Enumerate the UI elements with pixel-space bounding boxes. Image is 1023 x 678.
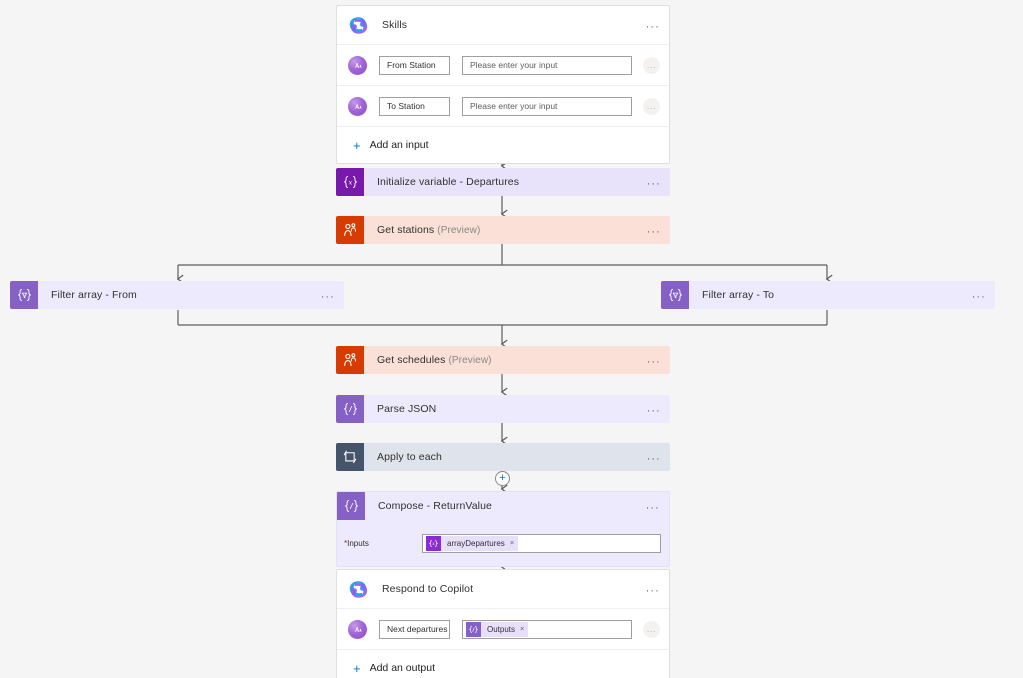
apply-to-each-title: Apply to each <box>377 451 442 463</box>
next-departures-row-menu[interactable]: ... <box>643 620 660 638</box>
node-initialize-variable-departures[interactable]: x Initialize variable - Departures ... <box>336 168 670 196</box>
compose-token-icon <box>466 621 481 637</box>
parse-json-title: Parse JSON <box>377 403 437 415</box>
text-input-icon <box>348 619 367 639</box>
compose-braces-icon <box>336 395 364 423</box>
filter-array-from-menu-button[interactable]: ... <box>321 288 335 301</box>
token-chip-remove-icon[interactable]: × <box>509 538 515 548</box>
token-chip-remove-icon[interactable]: × <box>520 624 525 634</box>
filter-array-to-menu-button[interactable]: ... <box>972 288 986 301</box>
skills-header[interactable]: Skills ... <box>337 6 669 44</box>
filter-braces-icon <box>10 281 38 309</box>
token-chip-outputs[interactable]: Outputs × <box>466 621 529 637</box>
from-station-value-field[interactable]: Please enter your input <box>462 55 632 75</box>
token-chip-arraydepartures[interactable]: x arrayDepartures × <box>426 535 519 551</box>
filter-braces-icon <box>661 281 689 309</box>
skills-menu-button[interactable]: ... <box>646 18 660 31</box>
connector-person-icon <box>336 216 364 244</box>
loop-icon <box>336 443 364 471</box>
to-station-name-field[interactable]: To Station <box>379 96 450 116</box>
get-schedules-preview-tag: (Preview) <box>448 355 492 366</box>
add-an-output-button[interactable]: + Add an output <box>337 649 669 678</box>
variable-braces-icon: x <box>336 168 364 196</box>
node-parse-json[interactable]: Parse JSON ... <box>336 395 670 423</box>
node-filter-array-to[interactable]: Filter array - To ... <box>661 281 995 309</box>
token-chip-label: Outputs <box>487 624 516 634</box>
node-skills[interactable]: Skills ... From Station Please enter you… <box>336 5 670 164</box>
required-marker: * <box>344 538 348 548</box>
filter-array-from-title: Filter array - From <box>51 289 137 301</box>
get-stations-menu-button[interactable]: ... <box>647 223 661 236</box>
compose-braces-icon <box>337 492 365 520</box>
get-stations-preview-tag: (Preview) <box>437 225 481 236</box>
respond-menu-button[interactable]: ... <box>646 582 660 595</box>
next-departures-name-field[interactable]: Next departures <box>379 619 450 639</box>
to-station-value-field[interactable]: Please enter your input <box>462 96 632 116</box>
compose-inputs-label: *Inputs <box>344 538 369 548</box>
to-station-row-menu[interactable]: ... <box>643 97 660 115</box>
parse-json-menu-button[interactable]: ... <box>647 402 661 415</box>
text-input-icon <box>348 96 367 116</box>
insert-step-button[interactable]: + <box>495 471 510 486</box>
get-stations-title: Get stations (Preview) <box>377 224 481 236</box>
node-compose-returnvalue[interactable]: Compose - ReturnValue ... *Inputs x arra… <box>336 491 670 567</box>
copilot-swirl-icon <box>344 575 372 603</box>
initialize-variable-title: Initialize variable - Departures <box>377 176 520 188</box>
filter-array-to-title: Filter array - To <box>702 289 775 301</box>
respond-header[interactable]: Respond to Copilot ... <box>337 570 669 608</box>
plus-icon: + <box>353 137 361 153</box>
compose-menu-button[interactable]: ... <box>646 499 660 512</box>
token-chip-label: arrayDepartures <box>447 538 505 548</box>
apply-to-each-menu-button[interactable]: ... <box>647 450 661 463</box>
connector-person-icon <box>336 346 364 374</box>
node-get-schedules[interactable]: Get schedules (Preview) ... <box>336 346 670 374</box>
next-departures-value-field[interactable]: Outputs × <box>462 619 632 639</box>
from-station-name-field[interactable]: From Station <box>379 55 450 75</box>
initialize-variable-menu-button[interactable]: ... <box>647 175 661 188</box>
respond-output-row-next-departures[interactable]: Next departures Outputs × ... <box>337 608 669 649</box>
node-respond-to-copilot[interactable]: Respond to Copilot ... Next departures <box>336 569 670 678</box>
add-an-input-label: Add an input <box>369 139 429 151</box>
plus-icon: + <box>353 660 361 676</box>
copilot-swirl-icon <box>344 11 372 39</box>
respond-title: Respond to Copilot <box>382 583 474 595</box>
add-an-output-label: Add an output <box>369 662 435 674</box>
from-station-row-menu[interactable]: ... <box>643 56 660 74</box>
node-get-stations[interactable]: Get stations (Preview) ... <box>336 216 670 244</box>
svg-text:x: x <box>348 179 352 187</box>
add-an-input-button[interactable]: + Add an input <box>337 126 669 163</box>
get-schedules-title: Get schedules (Preview) <box>377 354 492 366</box>
text-input-icon <box>348 55 367 75</box>
compose-inputs-field[interactable]: x arrayDepartures × <box>422 533 661 553</box>
skills-title: Skills <box>382 19 408 31</box>
node-apply-to-each[interactable]: Apply to each ... <box>336 443 670 471</box>
compose-title: Compose - ReturnValue <box>378 500 492 512</box>
svg-text:x: x <box>432 542 435 547</box>
variable-token-icon: x <box>426 535 441 551</box>
get-schedules-menu-button[interactable]: ... <box>647 353 661 366</box>
skills-input-row-to-station[interactable]: To Station Please enter your input ... <box>337 85 669 126</box>
skills-input-row-from-station[interactable]: From Station Please enter your input ... <box>337 44 669 85</box>
node-filter-array-from[interactable]: Filter array - From ... <box>10 281 344 309</box>
